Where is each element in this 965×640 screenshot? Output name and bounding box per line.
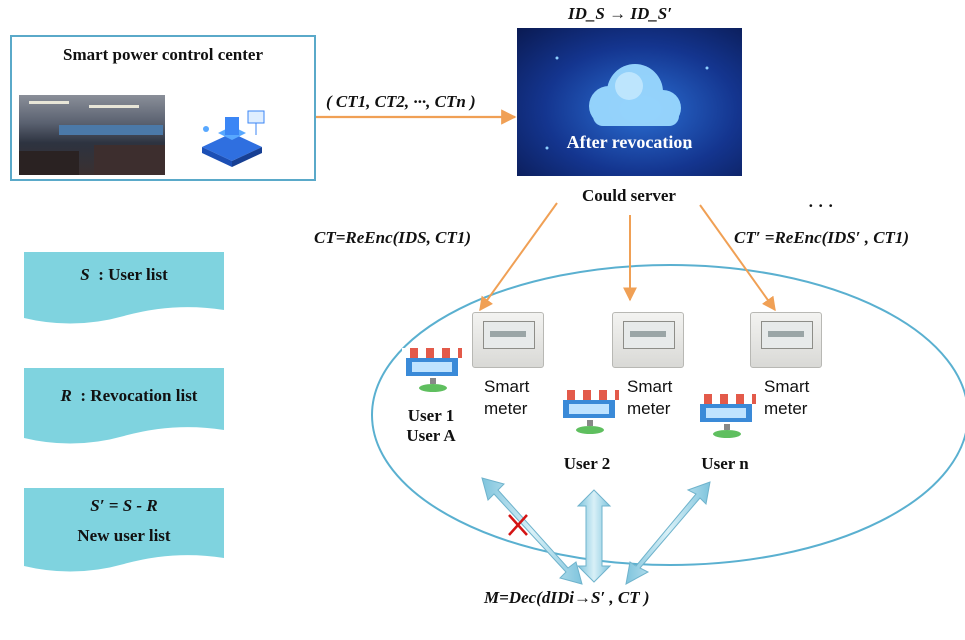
cloud-server-image: After revocation <box>517 28 742 176</box>
ellipsis: · · · <box>808 196 834 215</box>
house-icon-user2 <box>559 390 619 434</box>
meter-label-line1: Smart <box>484 377 530 396</box>
smart-meter-user2 <box>612 312 684 368</box>
control-room-photo <box>19 95 165 175</box>
meter-label-user1: Smart meter <box>484 376 529 420</box>
smart-meter-user1 <box>472 312 544 368</box>
usern-label: User n <box>701 454 749 473</box>
revocation-list-label: R : Revocation list <box>24 386 234 406</box>
user-list-symbol: S <box>80 265 90 284</box>
user1-alias: User A <box>406 426 456 445</box>
decrypt-arrow-user1 <box>481 477 583 585</box>
user1-label: User 1 User A <box>396 406 466 446</box>
decrypt-arrow-user2 <box>576 489 612 583</box>
cloud-caption: After revocation <box>566 132 693 152</box>
list-shapes <box>24 252 224 572</box>
reenc-arrow-usern <box>699 204 776 312</box>
cloud-server-label: Could server <box>582 186 676 205</box>
revocation-list-symbol: R <box>60 386 72 405</box>
revoked-cross-icon <box>508 514 528 536</box>
user-list-text: : User list <box>98 265 168 284</box>
new-user-list-formula: S′ = S - R <box>90 496 158 515</box>
ciphertext-list-label: ( CT1, CT2, ···, CTn ) <box>326 92 476 111</box>
reenc-right-label: CT′ =ReEnc(IDS′ , CT1) <box>734 228 910 247</box>
new-user-list-shape <box>24 488 224 572</box>
decryption-formula: M=Dec(dIDi→S′ , CT ) <box>484 588 650 607</box>
revocation-list-shape <box>24 368 224 444</box>
reenc-arrow-user1 <box>479 202 558 312</box>
meter-label-line2: meter <box>764 399 808 418</box>
user-list-label: S : User list <box>24 265 224 285</box>
user-list-shape <box>24 252 224 324</box>
meter-label-usern: Smart meter <box>764 376 809 420</box>
reenc-left-label: CT=ReEnc(IDS, CT1) <box>314 228 472 247</box>
house-icon-user1 <box>402 348 462 392</box>
new-user-list-text: New user list <box>77 526 171 545</box>
user1-name: User 1 <box>407 406 455 425</box>
meter-label-line2: meter <box>484 399 528 418</box>
user-region-ellipse <box>371 264 965 566</box>
control-center-title: Smart power control center <box>62 45 263 64</box>
house-icon-usern <box>696 394 756 438</box>
cloud-icon <box>545 56 709 150</box>
user2-label: User 2 <box>563 454 611 473</box>
network-server-icon <box>202 110 265 167</box>
meter-label-user2: Smart meter <box>627 376 672 420</box>
decrypt-arrow-usern <box>625 481 711 585</box>
meter-label-line1: Smart <box>764 377 810 396</box>
revocation-list-text: : Revocation list <box>80 386 198 405</box>
control-center-panel: Smart power control center <box>10 35 316 181</box>
key-update-label: ID_S → ID_S′ <box>568 4 672 23</box>
smart-meter-usern <box>750 312 822 368</box>
meter-label-line2: meter <box>627 399 671 418</box>
connectors-layer <box>316 109 965 585</box>
meter-label-line1: Smart <box>627 377 673 396</box>
